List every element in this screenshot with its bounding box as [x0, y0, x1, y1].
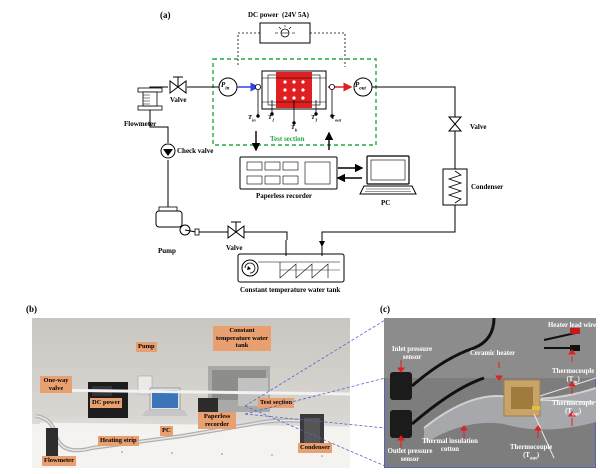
pump-label: Pump [158, 247, 176, 255]
c-heater-lead-label: Heater lead wire [548, 322, 597, 329]
b-condenser-label: Condenser [298, 443, 332, 453]
dc-power-label: DC power (24V 5A) [248, 11, 309, 19]
valve-left-label: Valve [170, 96, 187, 104]
c-thermocouple-out-label: Thermocouple(Tout) [510, 444, 553, 462]
pipe-return [319, 205, 456, 247]
c-thermocouple-mid-label: Thermocouple(Tout) [552, 400, 595, 418]
water-tank-label: Constant temperature water tank [240, 286, 341, 294]
b-test-section-label: Test section [258, 398, 295, 408]
flowmeter-label: Flowmeter [124, 120, 157, 128]
schematic-diagram [137, 22, 468, 283]
c-ceramic-heater-label: Ceramic heater [470, 350, 516, 357]
pc-icon [359, 155, 417, 195]
b-paperless-recorder-label: Paperless recorder [198, 412, 236, 429]
t1-label: T1 [268, 114, 275, 123]
b-one-way-valve-label: One-way valve [40, 376, 72, 393]
pump-icon [155, 206, 200, 236]
t-out-label: Tout [331, 114, 341, 123]
c-thermocouple-in-label: Thermocouple(Tin) [552, 368, 595, 386]
c-inlet-pressure-label: Inlet pressure sensor [392, 346, 432, 361]
c-outlet-pressure-label: Outlet pressure sensor [387, 448, 433, 463]
valve-bottom-icon [227, 221, 245, 239]
paperless-recorder-icon [239, 156, 338, 190]
b-constant-tank-label: Constant temperature water tank [213, 326, 271, 351]
pipe-outlet [372, 86, 456, 117]
panel-a-label: (a) [160, 10, 171, 20]
valve-bottom-label: Valve [226, 244, 243, 252]
valve-left-icon [169, 76, 187, 94]
tb-label: Tb [291, 124, 298, 133]
check-valve-label: Check valve [177, 147, 214, 155]
b-pc-label: PC [160, 426, 173, 436]
b-heating-strip-label: Heating strip [98, 436, 139, 446]
t3-label: T3 [311, 114, 318, 123]
panel-c-label: (c) [380, 304, 390, 314]
power-wire-right [310, 32, 346, 67]
condenser-icon [442, 168, 468, 206]
b-flowmeter-label: Flowmeter [42, 456, 76, 466]
p-out-label: Pout [355, 81, 366, 92]
valve-right-label: Valve [470, 123, 487, 131]
t-in-label: Tin [248, 114, 256, 123]
b-pump-label: Pump [136, 342, 157, 352]
test-section-label: Test section [270, 135, 305, 143]
zoom-lines [244, 319, 386, 467]
valve-right-icon [447, 116, 463, 132]
check-valve-icon [160, 143, 176, 159]
condenser-label: Condenser [471, 183, 504, 191]
water-tank-icon [237, 240, 345, 283]
closeup-photo [384, 318, 596, 468]
c-thermal-cotton-label: Thermal insulation cotton [422, 438, 478, 453]
test-section-box [212, 58, 377, 146]
paperless-recorder-label: Paperless recorder [256, 192, 313, 200]
pc-label: PC [381, 199, 391, 207]
b-dc-power-label: DC power [90, 398, 123, 408]
flowmeter-icon [137, 87, 163, 111]
p-in-label: Pin [221, 81, 230, 92]
power-wire-left [237, 32, 260, 67]
panel-b-label: (b) [26, 304, 37, 314]
lamp-icon [275, 25, 295, 38]
pipe-tank-out [244, 231, 288, 240]
